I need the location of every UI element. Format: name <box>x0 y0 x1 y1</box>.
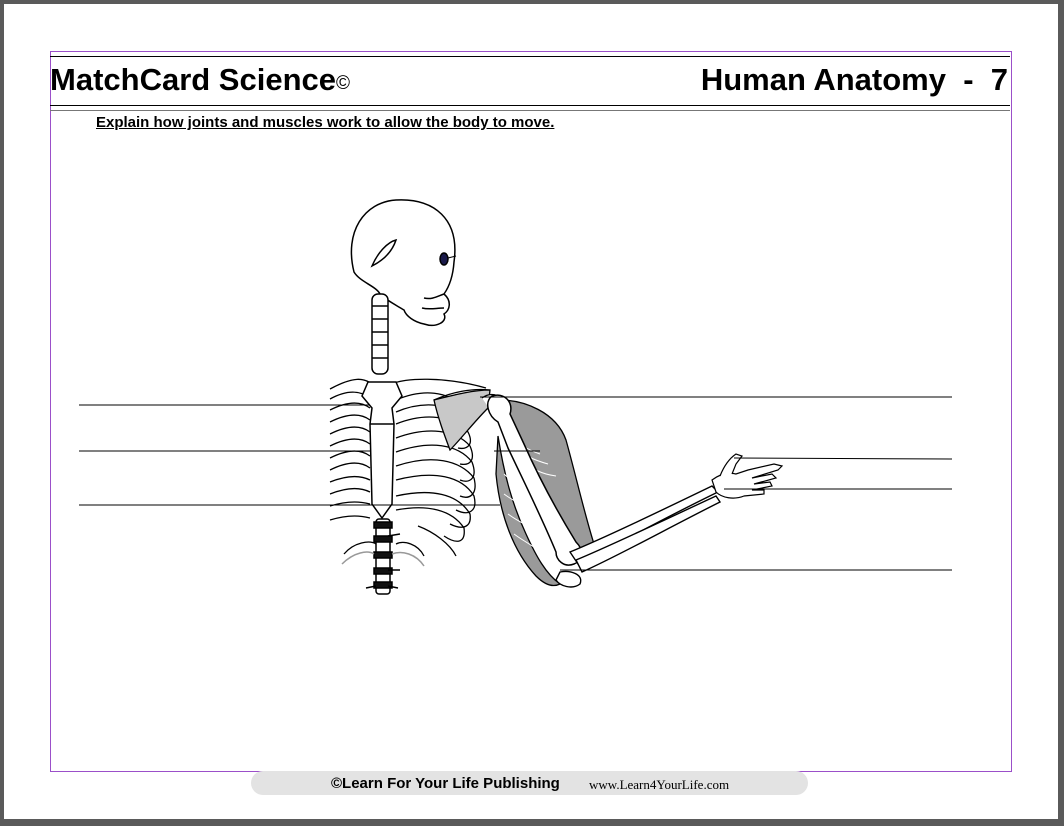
footer-publisher: ©Learn For Your Life Publishing <box>331 775 560 792</box>
lumbar-spine <box>341 518 425 595</box>
copyright-mark: © <box>336 73 350 94</box>
label-line-right-2 <box>733 457 953 460</box>
header-rule-bottom-thin <box>50 110 1010 111</box>
footer-url[interactable]: www.Learn4YourLife.com <box>589 777 730 792</box>
skull <box>350 199 457 326</box>
header-rule-bottom <box>50 105 1010 106</box>
label-lines <box>79 396 953 571</box>
ribcage <box>329 378 487 557</box>
skeleton-arm-diagram <box>79 199 953 595</box>
header-rule-top <box>50 56 1010 57</box>
cervical-spine <box>371 293 389 375</box>
sternum <box>361 381 403 520</box>
hand <box>711 453 784 499</box>
subject-title: Human Anatomy - 7 <box>700 62 1008 97</box>
instruction-text: Explain how joints and muscles work to a… <box>96 114 555 131</box>
humerus <box>487 394 583 566</box>
brand-name: MatchCard Science <box>50 62 336 97</box>
footer-bar: ©Learn For Your Life Publishing www.Lear… <box>251 771 808 795</box>
forearm <box>555 485 722 588</box>
brand-title: MatchCard Science© <box>50 62 350 98</box>
worksheet-page: MatchCard Science© Human Anatomy - 7 Exp… <box>4 4 1058 819</box>
